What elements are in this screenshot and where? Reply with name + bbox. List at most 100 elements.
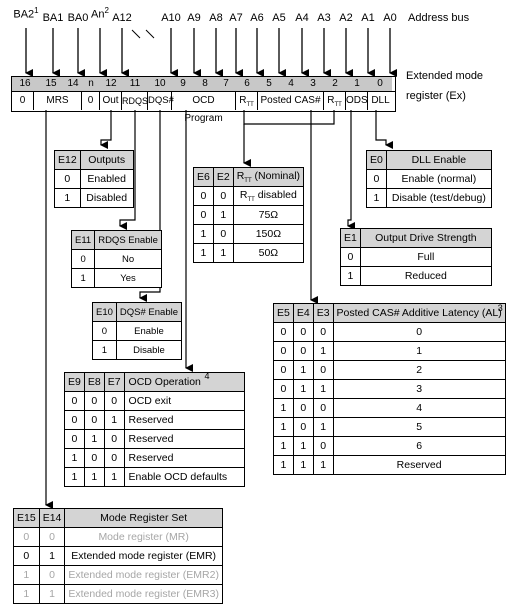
ocd-cell: 0 — [83, 391, 105, 411]
outputs-row-value: Enabled — [79, 169, 134, 189]
rtt-header-e2: E2 — [212, 167, 234, 187]
ocd-cell: 1 — [83, 429, 105, 449]
ocd-header-e7: E7 — [103, 372, 125, 392]
bit-2: 2 — [324, 77, 346, 91]
al-header-title: Posted CAS# Additive Latency (AL)3 — [332, 303, 506, 323]
ocd-cell: 0 — [103, 429, 125, 449]
pin-a9: A9 — [187, 12, 201, 24]
pin-a0: A0 — [383, 12, 397, 24]
dll-row-value: Enable (normal) — [385, 169, 492, 189]
mrs-value: Extended mode register (EMR3) — [64, 584, 223, 604]
field-dll: DLL — [371, 95, 390, 106]
ocd-cell: 0 — [64, 391, 85, 411]
al-value: 3 — [332, 379, 506, 399]
register-label-line1: Extended mode — [406, 70, 484, 82]
al-value: Reserved — [332, 455, 506, 475]
register-divider — [11, 91, 396, 92]
outputs-header-title: Outputs — [79, 150, 134, 170]
field-mrs: MRS — [34, 92, 82, 110]
field-out: Out — [100, 92, 122, 110]
rtt-cell: 0 — [212, 186, 234, 206]
ocd-value: OCD exit — [123, 391, 245, 411]
ocd-footnote-marker: 4 — [204, 371, 210, 381]
dqs-row-bit: 1 — [92, 340, 117, 360]
ocd-value: Reserved — [123, 429, 245, 449]
al-cell: 0 — [292, 322, 314, 342]
pin-a8: A8 — [209, 12, 223, 24]
dqs-header-title: DQS# Enable — [115, 302, 183, 322]
mrs-cell: 1 — [38, 546, 66, 566]
mrs-cell: 0 — [13, 546, 40, 566]
field-n: 0 — [82, 92, 100, 110]
dll-row-value: Disable (test/debug) — [385, 188, 492, 208]
pin-a1: A1 — [361, 12, 375, 24]
bit-16: 16 — [12, 77, 38, 91]
field-ods: ODS — [346, 92, 368, 110]
mrs-header-title: Mode Register Set — [64, 508, 223, 528]
rtt-value: 75Ω — [232, 205, 305, 225]
dll-header-title: DLL Enable — [385, 150, 492, 170]
pin-a6: A6 — [250, 12, 264, 24]
bit-9: 9 — [172, 77, 194, 91]
pin-a2: A2 — [339, 12, 353, 24]
ocd-cell: 0 — [64, 429, 85, 449]
bit-1: 1 — [346, 77, 368, 91]
mrs-header-e15: E15 — [13, 508, 40, 528]
pin-a4: A4 — [295, 12, 309, 24]
al-cell: 0 — [273, 360, 294, 380]
pin-ba2: BA21 — [13, 6, 39, 21]
mrs-cell: 0 — [13, 527, 40, 547]
ocd-cell: 1 — [103, 410, 125, 430]
al-cell: 0 — [292, 341, 314, 361]
dll-header-bit: E0 — [366, 150, 387, 170]
al-cell: 1 — [312, 417, 334, 437]
mrs-value: Extended mode register (EMR) — [64, 546, 223, 566]
pin-a12: A12 — [112, 12, 132, 24]
al-cell: 0 — [273, 322, 294, 342]
al-table: E5 E4 E3 Posted CAS# Additive Latency (A… — [273, 303, 506, 475]
al-value: 5 — [332, 417, 506, 437]
al-cell: 1 — [292, 360, 314, 380]
ods-row-value: Reduced — [359, 266, 492, 286]
ocd-header-e8: E8 — [83, 372, 105, 392]
al-cell: 1 — [292, 436, 314, 456]
dll-row-bit: 0 — [366, 169, 387, 189]
al-header-e5: E5 — [273, 303, 294, 323]
rtt-value: 150Ω — [232, 224, 305, 244]
ods-row-bit: 0 — [340, 247, 361, 267]
ocd-value: Reserved — [123, 448, 245, 468]
ods-header-title: Output Drive Strength — [359, 228, 492, 248]
bit-8: 8 — [194, 77, 216, 91]
field-bit16: 0 — [12, 92, 34, 110]
al-cell: 1 — [273, 398, 294, 418]
al-cell: 1 — [292, 455, 314, 475]
pin-a5: A5 — [272, 12, 286, 24]
pin-a10: A10 — [161, 12, 181, 24]
rtt-cell: 0 — [193, 205, 214, 225]
rtt-header-e6: E6 — [193, 167, 214, 187]
rtt-cell: 1 — [212, 243, 234, 263]
bit-14: 14 — [64, 77, 82, 91]
rdqs-row-value: No — [94, 249, 162, 269]
bit-10: 10 — [148, 77, 172, 91]
rtt-cell: 0 — [212, 224, 234, 244]
al-value: 2 — [332, 360, 506, 380]
bit-6: 6 — [236, 77, 258, 91]
ocd-cell: 1 — [103, 467, 125, 487]
ocd-cell: 0 — [103, 391, 125, 411]
ocd-value: Enable OCD defaults — [123, 467, 245, 487]
al-header-e4: E4 — [292, 303, 314, 323]
al-value: 0 — [332, 322, 506, 342]
al-value: 6 — [332, 436, 506, 456]
al-cell: 0 — [312, 436, 334, 456]
register-frame — [11, 76, 396, 112]
